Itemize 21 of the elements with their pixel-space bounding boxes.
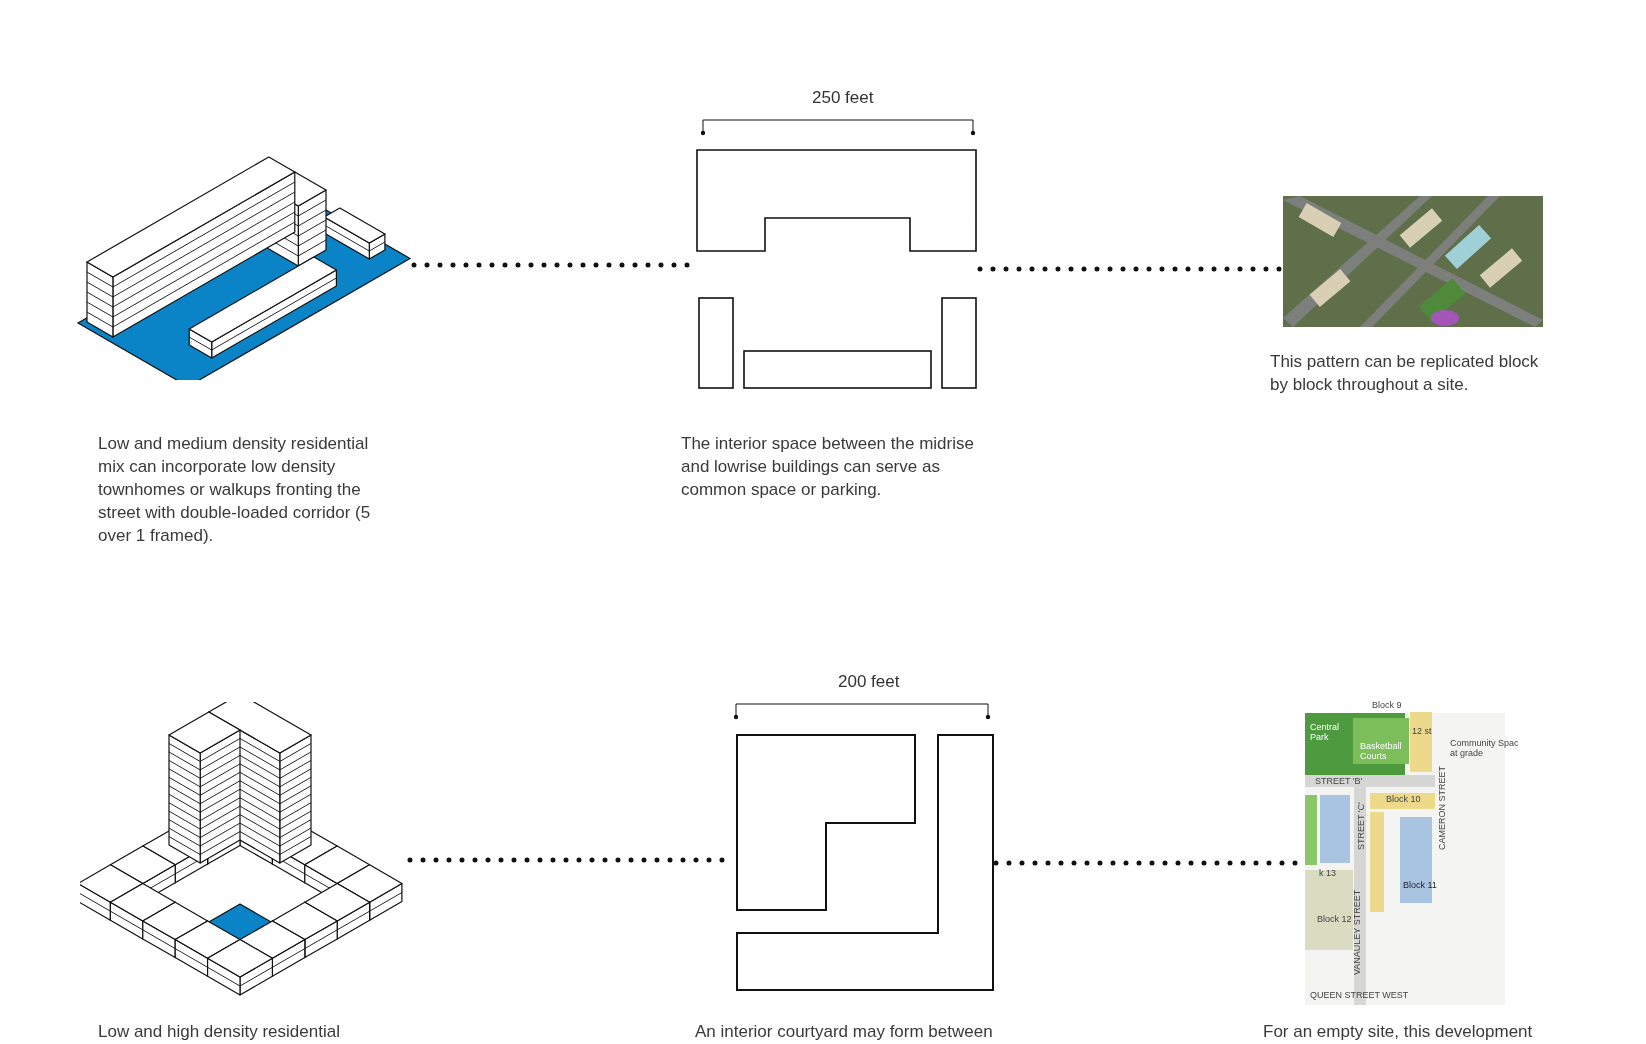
caption-text: For an empty site, this development xyxy=(1263,1021,1534,1043)
street-label: QUEEN STREET WEST xyxy=(1310,990,1409,1000)
block-label: Block 12 xyxy=(1317,914,1352,924)
court-label: Basketball Courts xyxy=(1360,741,1403,761)
block-label: Block 11 xyxy=(1403,880,1437,890)
caption-text: Low and high density residential xyxy=(98,1021,341,1043)
caption-text: Low and medium density residential mix can incorporate low density townhomes or walkups fronting the street with double-loaded corridor (5 over 1 framed). xyxy=(98,433,372,547)
caption-text: An interior courtyard may form between xyxy=(695,1021,994,1043)
block-label: Block 10 xyxy=(1386,794,1421,804)
floor-count-label: 12 st xyxy=(1412,726,1432,736)
street-label: STREET 'C' xyxy=(1356,802,1366,850)
street-label: VANAULEY STREET xyxy=(1352,889,1362,975)
caption-text: This pattern can be replicated block by block throughout a site. xyxy=(1270,351,1540,396)
caption-text: The interior space between the midrise and lowrise buildings can serve as common space or parking. xyxy=(681,433,975,501)
street-label: CAMERON STREET xyxy=(1437,766,1447,850)
dimension-label: 200 feet xyxy=(838,672,900,692)
block-label: k 13 xyxy=(1319,868,1336,878)
annotation-text: Community Spac at grade xyxy=(1450,738,1520,758)
street-label: STREET 'B' xyxy=(1315,776,1363,786)
park-label: Central Park xyxy=(1310,722,1340,742)
dimension-label: 250 feet xyxy=(812,88,874,108)
